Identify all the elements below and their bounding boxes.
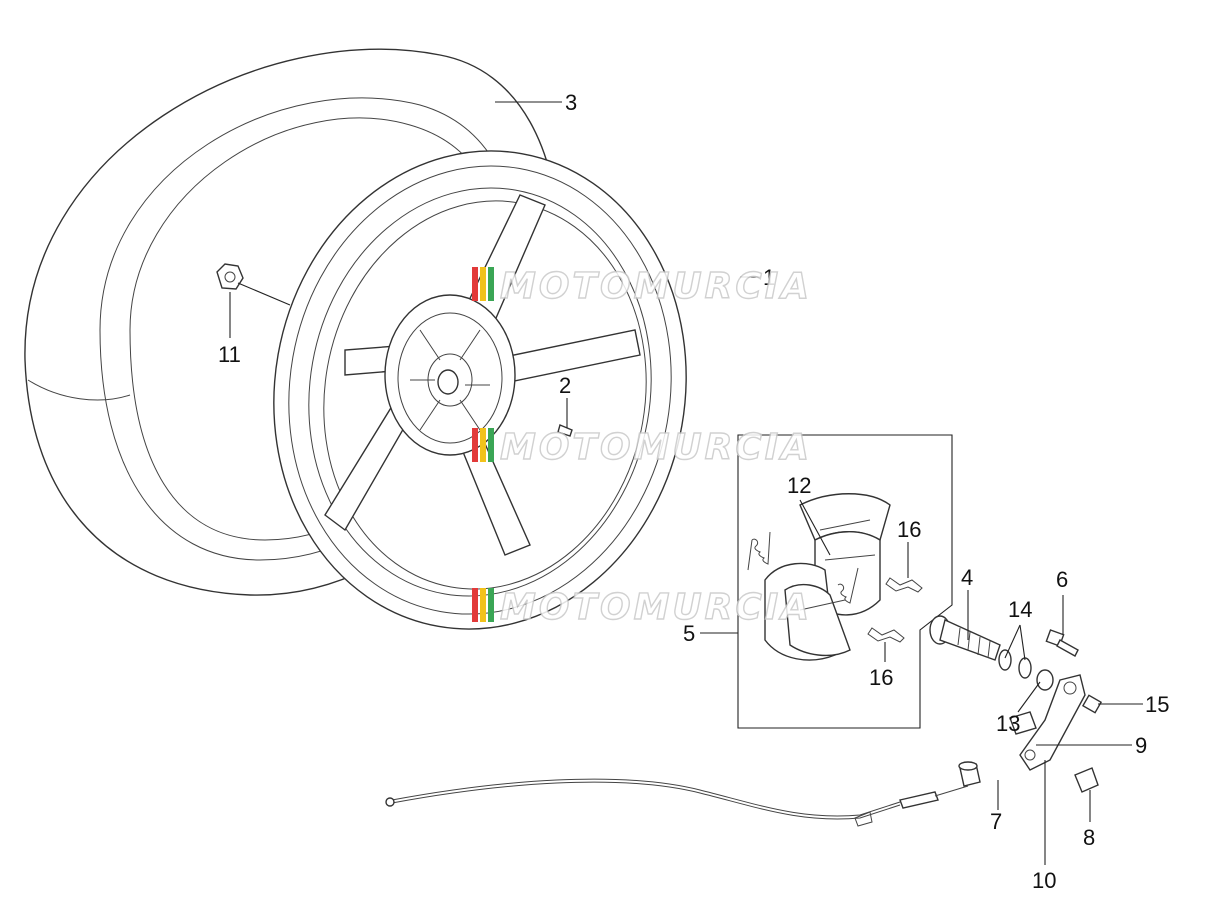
callout-14: 14 [1008, 597, 1032, 622]
callout-2: 2 [559, 373, 571, 398]
callout-labels: 3 1 2 11 12 16 4 6 14 5 16 15 13 9 7 8 1… [218, 90, 1169, 893]
rim [273, 150, 687, 630]
callout-9: 9 [1135, 733, 1147, 758]
callout-12: 12 [787, 473, 811, 498]
axle-nut [216, 263, 244, 290]
brake-cam [929, 615, 1001, 661]
callout-6: 6 [1056, 567, 1068, 592]
callout-4: 4 [961, 565, 973, 590]
watermark-text-2: MOTOMURCIA [500, 427, 812, 468]
seal-rings [998, 649, 1054, 691]
tire-valve [557, 424, 573, 437]
spring-clips [867, 577, 923, 643]
callout-13: 13 [996, 711, 1020, 736]
callout-1: 1 [763, 265, 775, 290]
brake-lever [1019, 674, 1086, 771]
callout-16-top: 16 [897, 517, 921, 542]
callout-3: 3 [565, 90, 577, 115]
pin [1074, 767, 1099, 793]
callout-15: 15 [1145, 692, 1169, 717]
brake-shoe-frame [737, 434, 953, 729]
callout-10: 10 [1032, 868, 1056, 893]
bolt [1045, 629, 1079, 657]
sleeve [1009, 711, 1037, 735]
callout-16-bottom: 16 [869, 665, 893, 690]
brake-cable [385, 778, 969, 827]
leader-lines [229, 101, 1143, 865]
watermark-3: MOTOMURCIA [472, 586, 812, 629]
bushing [958, 761, 981, 787]
callout-11: 11 [218, 342, 241, 367]
watermark-text-3: MOTOMURCIA [500, 587, 812, 628]
callout-5: 5 [683, 621, 695, 646]
watermark-2: MOTOMURCIA [472, 426, 812, 469]
brake-shoes [764, 493, 891, 661]
watermark-text-1: MOTOMURCIA [500, 266, 812, 307]
callout-7: 7 [990, 809, 1002, 834]
small-nut [1081, 694, 1103, 714]
brake-springs [747, 531, 859, 604]
callout-8: 8 [1083, 825, 1095, 850]
watermark-1: MOTOMURCIA [472, 265, 812, 308]
